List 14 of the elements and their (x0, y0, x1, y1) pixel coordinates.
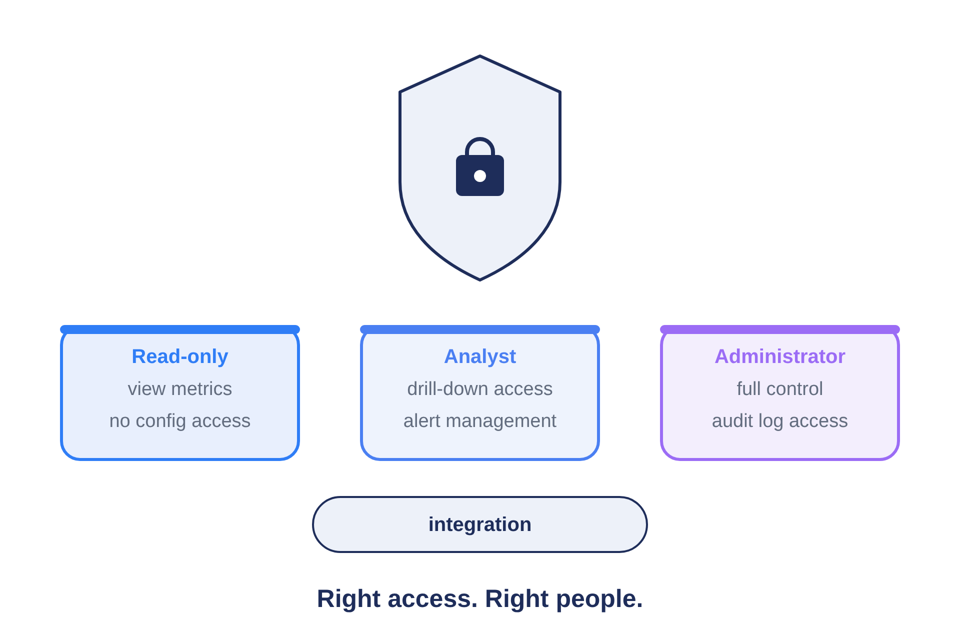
permission-text: full control (736, 378, 824, 402)
pill-label: integration (428, 512, 532, 538)
permission-text: alert management (403, 410, 557, 434)
permission-text: audit log access (712, 410, 848, 434)
role-card (660, 325, 900, 461)
permission-text: drill-down access (407, 378, 553, 402)
role-card (60, 325, 300, 461)
role-title: Analyst (444, 345, 516, 370)
role-title: Administrator (714, 345, 846, 370)
permission-text: no config access (109, 410, 251, 434)
role-title: Read-only (132, 345, 228, 370)
permission-text: view metrics (128, 378, 232, 402)
caption: Right access. Right people. (316, 584, 644, 615)
role-card (360, 325, 600, 461)
